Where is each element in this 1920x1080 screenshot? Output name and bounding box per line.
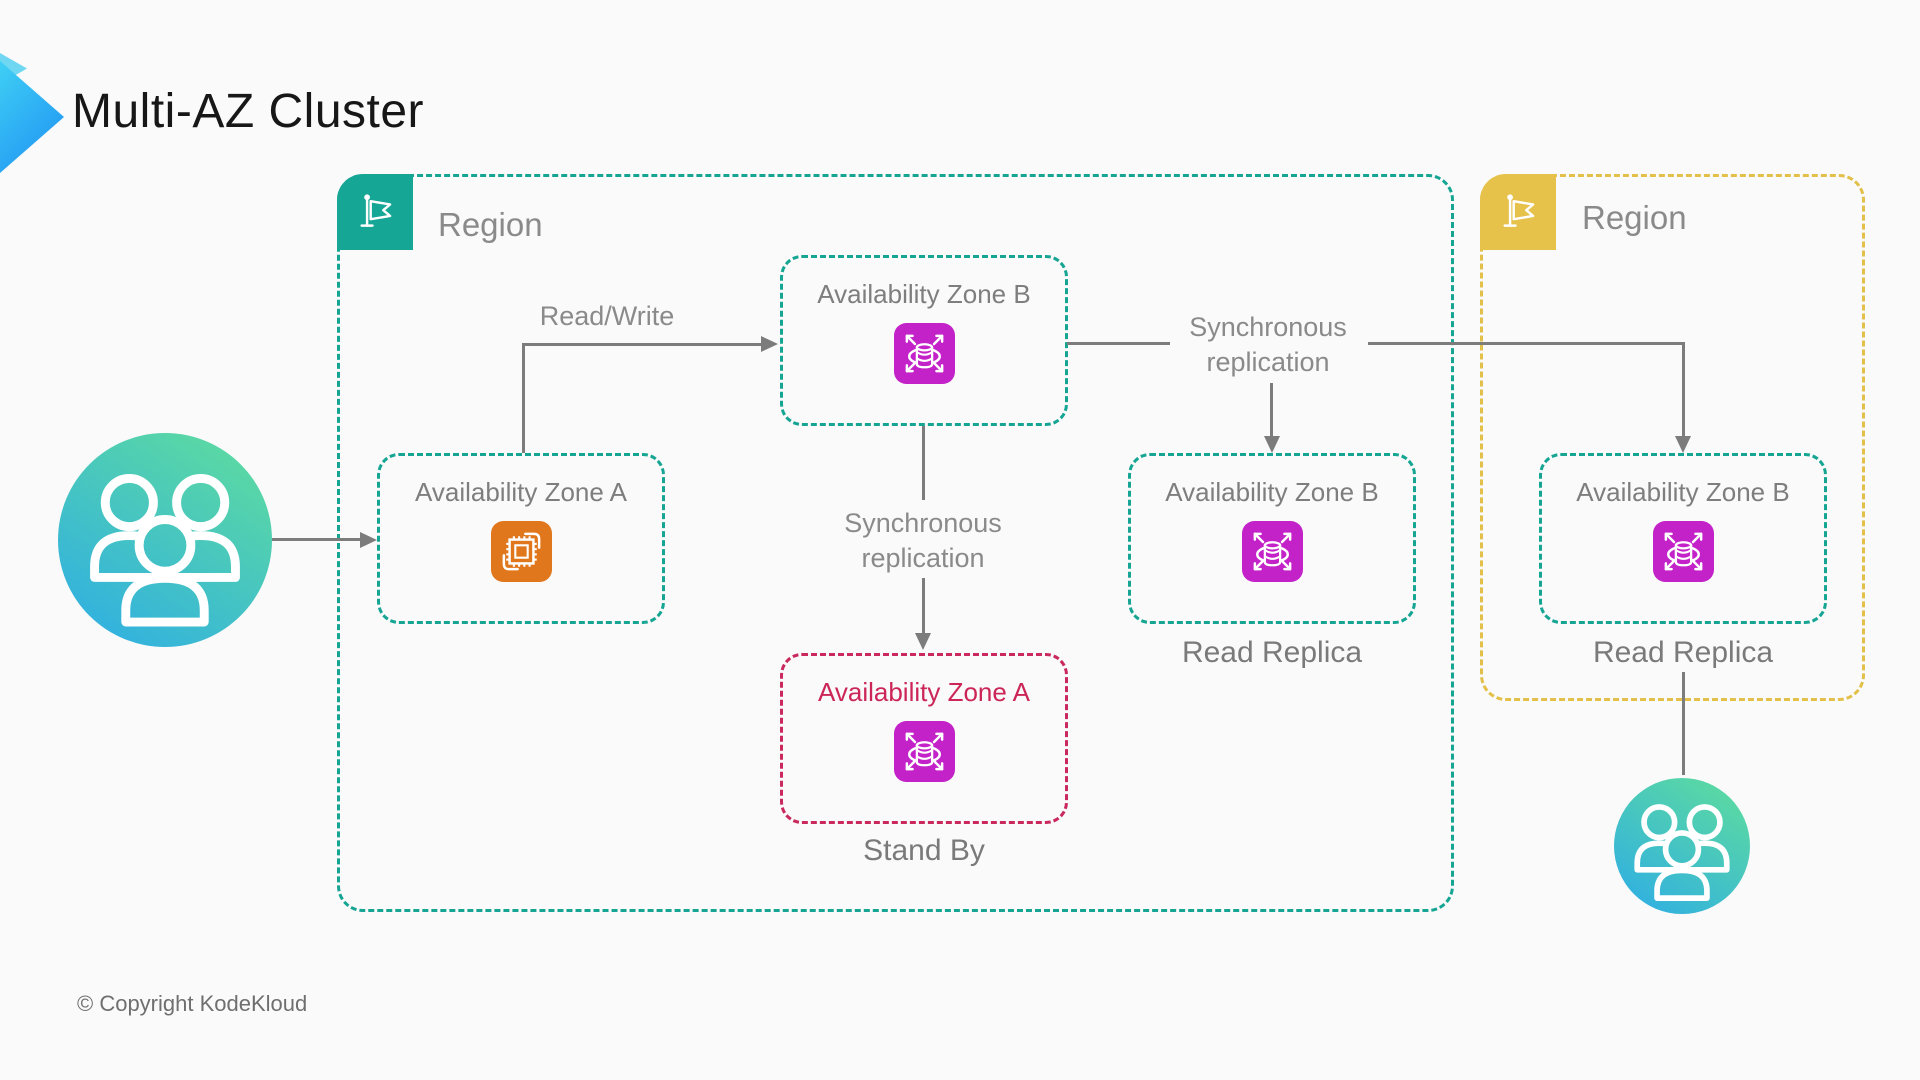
multi-az-database-icon [1241,520,1303,582]
region-primary-flag-tile [337,174,413,250]
region-primary-box [337,174,1454,912]
caption-stand-by: Stand By [863,834,985,867]
arrowhead-right-icon [761,336,778,352]
az-a-compute-box: Availability Zone A [377,453,665,624]
az-zone-label: Availability Zone A [818,677,1030,707]
arrow-sync-replication-cross [1067,341,1170,345]
arrow-sync-replication-standby [921,578,925,634]
flag-icon [360,194,392,227]
edge-label-sync-replication-standby: Synchronous replication [844,508,1002,573]
arrow-read-write [521,344,525,453]
edge-label-read-write: Read/Write [539,301,675,331]
arrowhead-down-icon [915,633,931,650]
edge-label-sync-replication-cross: Synchronous replication [1189,312,1347,377]
region-secondary-box [1480,174,1865,701]
az-zone-label: Availability Zone B [1576,477,1790,507]
multi-az-database-icon [1652,520,1714,582]
arrowhead-right-icon [360,531,377,548]
arrowhead-down-icon [1675,436,1691,453]
page-title: Multi-AZ Cluster [72,85,425,138]
compute-instance-icon [490,520,552,582]
region-secondary-label: Region [1582,199,1687,236]
az-zone-label: Availability Zone B [817,279,1031,309]
region-secondary-flag-tile [1480,174,1556,250]
az-b-replica-primary-box: Availability Zone B [1128,453,1416,624]
az-b-primary-box: Availability Zone B [780,255,1068,426]
az-zone-label: Availability Zone B [1165,477,1379,507]
multi-az-database-icon [893,322,955,384]
az-a-standby-box: Availability Zone A [780,653,1068,824]
caption-read-replica-secondary: Read Replica [1592,636,1774,669]
az-zone-label: Availability Zone A [415,477,627,507]
az-b-replica-secondary-box: Availability Zone B [1539,453,1827,624]
caption-read-replica-primary: Read Replica [1181,636,1363,669]
flag-icon [1503,194,1535,227]
arrow-sync-to-replica-secondary [1681,341,1685,437]
arrow-sync-to-replica-primary [1270,383,1273,437]
line-region-to-users [1681,672,1685,775]
arrow-users-to-az-a [272,538,362,541]
user-group-icon-bottom [1614,778,1750,919]
region-primary-label: Region [438,206,543,243]
arrow-read-write [521,342,764,346]
arrow-sync-replication-cross [1368,341,1684,345]
multi-az-database-icon [893,720,955,782]
copyright-text: © Copyright KodeKloud [77,991,308,1016]
user-group-icon-left [58,433,272,652]
arrowhead-down-icon [1263,436,1280,453]
chevron-right-icon [0,61,64,173]
arrow-sync-replication-standby [921,426,925,500]
